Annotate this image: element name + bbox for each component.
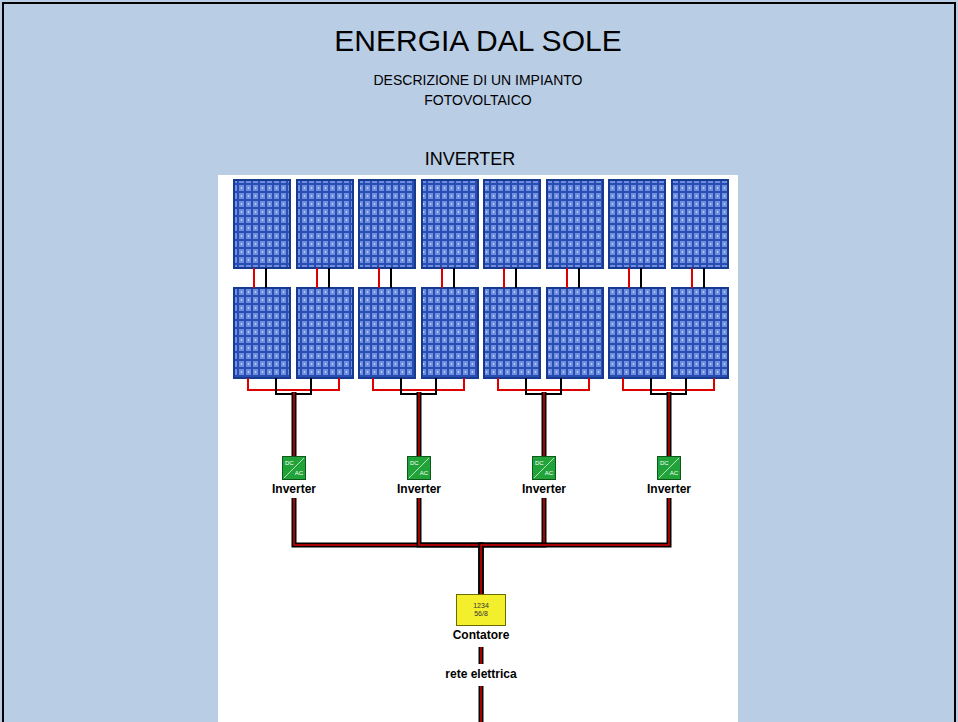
section-label: INVERTER <box>380 146 560 172</box>
cable <box>481 498 669 594</box>
picture-ground <box>218 175 738 722</box>
cable <box>294 498 481 594</box>
inverter-symbol-text: DC <box>535 458 553 468</box>
solar-panel <box>359 288 415 378</box>
grid-wire <box>481 647 482 722</box>
cable-sheath <box>419 498 481 594</box>
inverter: DCAC Inverter <box>270 456 319 496</box>
solar-panel <box>547 180 603 268</box>
meter-reading: 1234 56/8 <box>470 602 492 618</box>
inverter-symbol-text: DC <box>285 458 303 468</box>
inverter-symbol-text: AC <box>410 468 428 478</box>
panel-cable <box>623 378 714 390</box>
solar-panel <box>234 180 290 268</box>
inverter-box: DCAC <box>407 456 431 480</box>
panel-cable <box>578 268 580 288</box>
solar-panel <box>609 288 665 378</box>
inverter-box: DCAC <box>282 456 306 480</box>
inverter-symbol-text: DC <box>410 458 428 468</box>
panel-cable <box>498 378 589 390</box>
panel-cable <box>276 378 311 394</box>
panel-cable <box>703 268 705 288</box>
cable-sheath <box>294 498 481 594</box>
solar-panel <box>422 180 478 268</box>
panel-cable <box>453 268 455 288</box>
panel-cable <box>515 268 517 288</box>
inverter-label: Inverter <box>520 482 569 496</box>
cable-core <box>481 498 669 594</box>
subtitle: DESCRIZIONE DI UN IMPIANTO FOTOVOLTAICO <box>318 70 638 111</box>
panel-cable <box>566 268 568 288</box>
panel-cable <box>293 392 295 456</box>
panel-cable <box>651 378 686 394</box>
inverter-label: Inverter <box>270 482 319 496</box>
slide-frame <box>3 3 955 722</box>
solar-panel <box>297 288 353 378</box>
inverter: DCAC Inverter <box>645 456 694 496</box>
panel-cable <box>328 268 330 288</box>
panel-cable <box>503 268 505 288</box>
inverter-box: DCAC <box>657 456 681 480</box>
panel-cable <box>628 268 630 288</box>
panel-cable <box>691 268 693 288</box>
inverter-symbol-text: DC <box>660 458 678 468</box>
inverter-label: Inverter <box>645 482 694 496</box>
solar-panel <box>484 180 540 268</box>
cable-core <box>294 498 481 594</box>
solar-panel <box>609 180 665 268</box>
panel-cable <box>265 268 267 288</box>
panel-cable <box>542 392 547 456</box>
panel-cable <box>543 392 545 456</box>
panel-cable <box>667 392 672 456</box>
cable-sheath <box>481 498 669 594</box>
solar-panel <box>672 180 728 268</box>
panel-cable <box>390 268 392 288</box>
solar-panel <box>547 288 603 378</box>
solar-panel <box>297 180 353 268</box>
solar-panel <box>672 288 728 378</box>
panel-wires <box>248 268 714 456</box>
meter-box: 1234 56/8 <box>456 594 506 626</box>
panel-cable <box>248 378 339 390</box>
panel-cable <box>292 392 297 456</box>
panel-cable <box>316 268 318 288</box>
inverter-label: Inverter <box>395 482 444 496</box>
slide-title: ENERGIA DAL SOLE <box>178 24 778 58</box>
inverter: DCAC Inverter <box>395 456 444 496</box>
solar-panel <box>422 288 478 378</box>
solar-panel <box>484 288 540 378</box>
cable <box>419 498 481 594</box>
solar-panel <box>359 180 415 268</box>
meter-label: Contatore <box>451 628 512 642</box>
panel-cable <box>401 378 436 394</box>
panel-cable <box>441 268 443 288</box>
panel-cable <box>417 392 422 456</box>
panel-cable <box>378 268 380 288</box>
panel-cable <box>253 268 255 288</box>
solar-panel <box>234 288 290 378</box>
inverter-symbol-text: AC <box>535 468 553 478</box>
inverter-symbol-text: AC <box>660 468 678 478</box>
inverter: DCAC Inverter <box>520 456 569 496</box>
panel-cable <box>668 392 670 456</box>
panel-cable <box>373 378 464 390</box>
panel-cable <box>640 268 642 288</box>
grid-label: rete elettrica <box>421 666 541 683</box>
cable-core <box>419 498 481 594</box>
panel-cable <box>526 378 561 394</box>
inverter-symbol-text: AC <box>285 468 303 478</box>
solar-panels <box>234 180 728 378</box>
inverter-box: DCAC <box>532 456 556 480</box>
panel-cable <box>418 392 420 456</box>
meter: 1234 56/8Contatore <box>451 594 512 642</box>
